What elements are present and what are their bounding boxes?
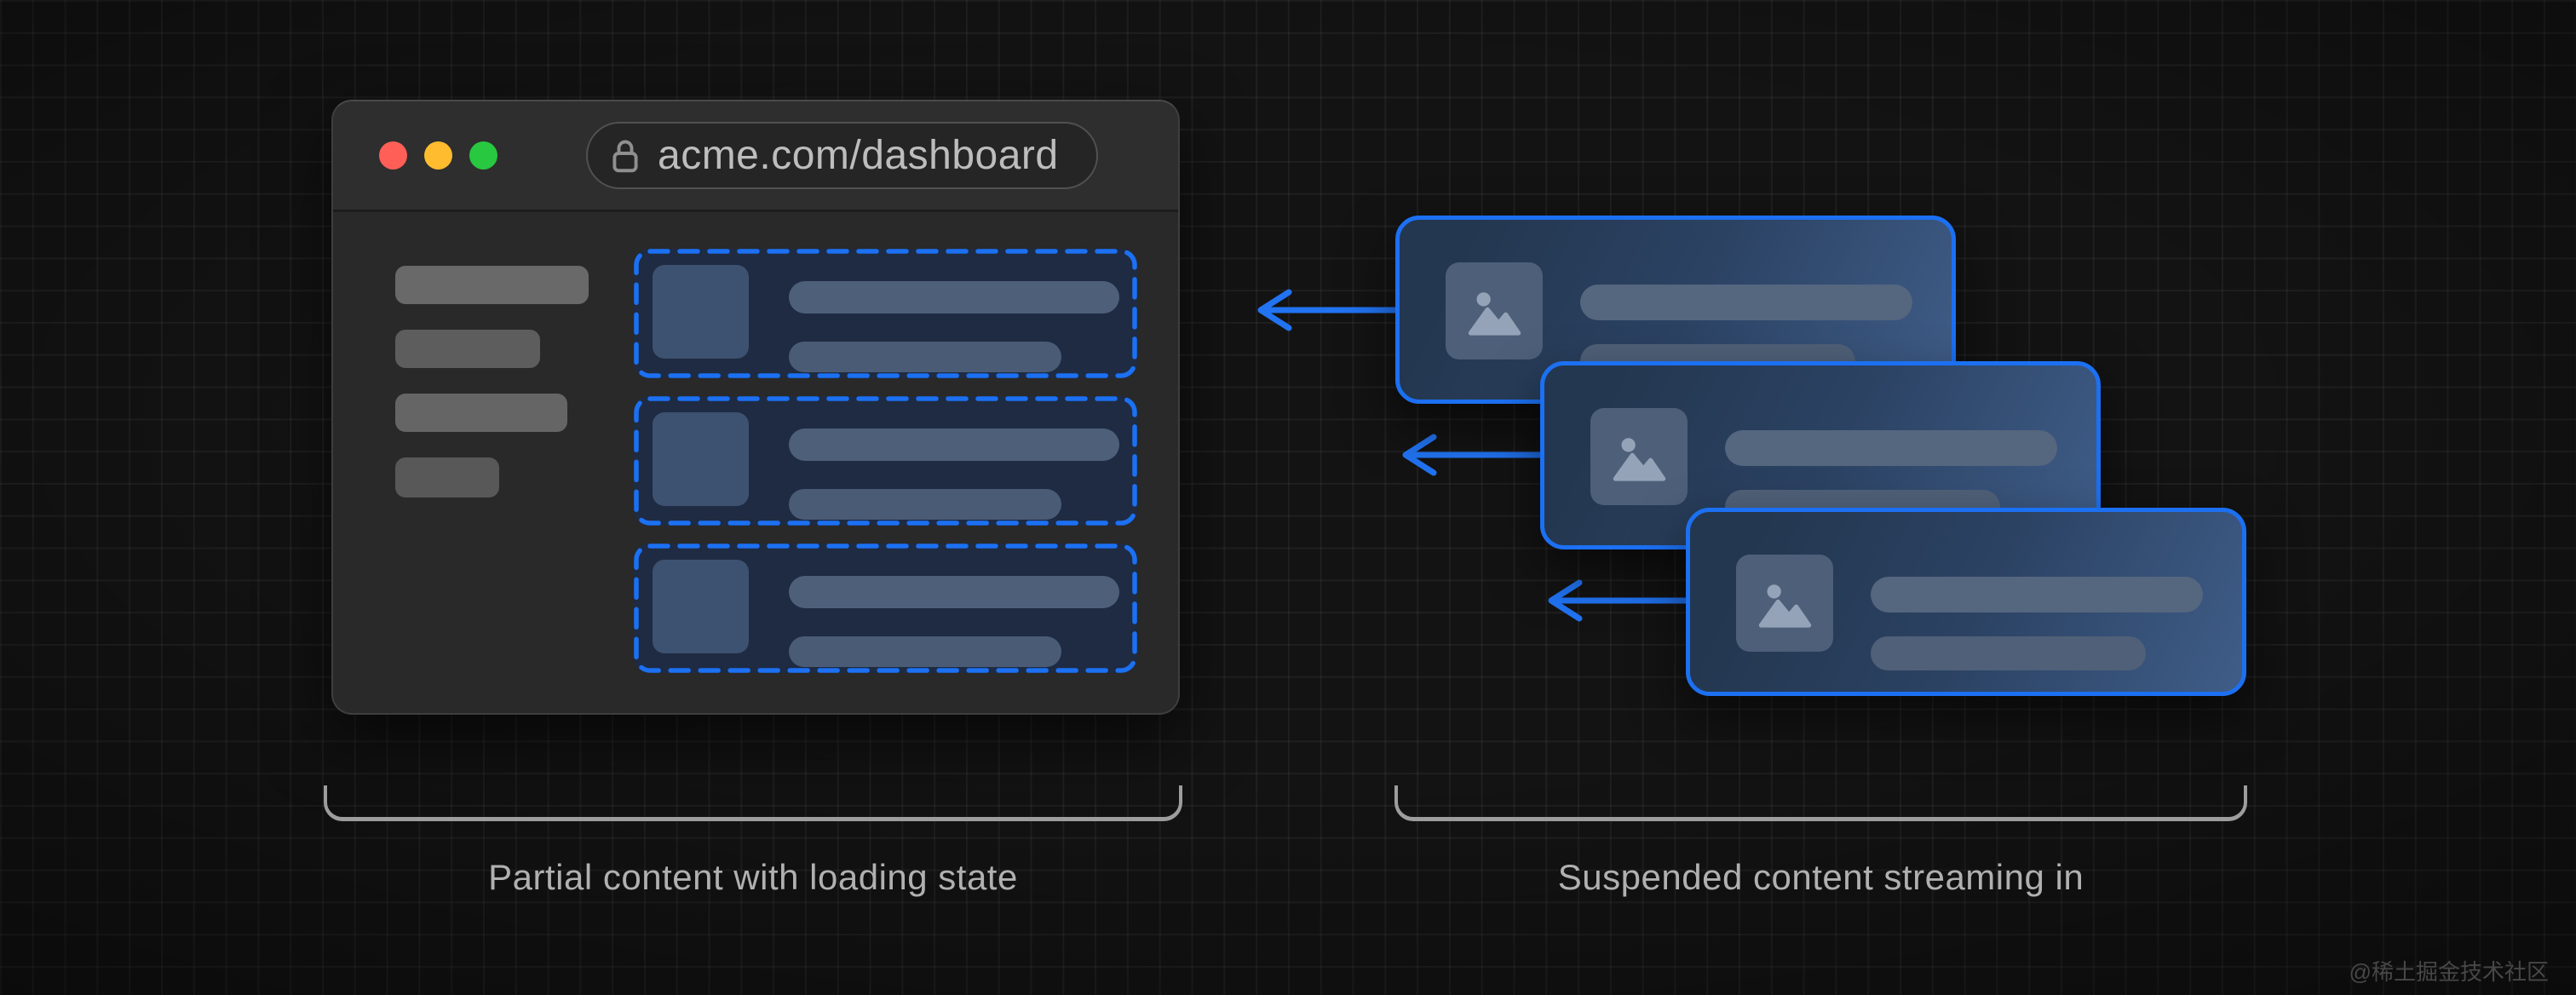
sidebar-placeholder-bar xyxy=(395,457,499,498)
loading-skeleton-card xyxy=(634,396,1137,526)
loading-skeleton-card xyxy=(634,249,1137,378)
dashed-border xyxy=(634,396,1137,526)
text-line-placeholder xyxy=(789,428,1119,461)
lock-icon xyxy=(612,140,638,172)
text-line-placeholder xyxy=(789,636,1061,667)
stream-arrow-icon xyxy=(1257,289,1400,331)
image-placeholder-icon xyxy=(1758,584,1812,628)
dashed-border xyxy=(634,544,1137,673)
text-line-placeholder xyxy=(789,489,1061,520)
minimize-button[interactable] xyxy=(424,141,452,170)
caption-suspended-content: Suspended content streaming in xyxy=(1557,857,2084,897)
loading-skeleton-card xyxy=(634,544,1137,673)
stream-card xyxy=(1686,508,2246,696)
maximize-button[interactable] xyxy=(469,141,497,170)
browser-content xyxy=(333,212,1178,714)
image-placeholder-icon xyxy=(1613,438,1666,481)
sidebar-placeholder-bar xyxy=(395,330,540,368)
image-placeholder-icon xyxy=(1468,292,1521,336)
close-button[interactable] xyxy=(379,141,407,170)
sidebar-placeholder-bar xyxy=(395,266,589,304)
text-line-placeholder xyxy=(789,576,1119,608)
text-line-placeholder xyxy=(789,342,1061,372)
image-tile xyxy=(1736,555,1833,652)
text-line-placeholder xyxy=(1871,636,2146,670)
text-line-placeholder xyxy=(1725,430,2057,466)
browser-titlebar: acme.com/dashboard xyxy=(333,101,1178,212)
dashed-border xyxy=(634,249,1137,378)
brace-right xyxy=(1394,785,2247,821)
thumbnail-placeholder xyxy=(653,560,749,653)
caption-partial-content: Partial content with loading state xyxy=(488,857,1018,897)
url-bar[interactable]: acme.com/dashboard xyxy=(586,122,1098,189)
traffic-lights xyxy=(379,141,497,170)
text-line-placeholder xyxy=(1580,285,1912,320)
watermark: @稀土掘金技术社区 xyxy=(2349,959,2549,985)
brace-left xyxy=(324,785,1182,821)
image-tile xyxy=(1446,262,1543,359)
sidebar-placeholder-bar xyxy=(395,394,567,432)
url-text: acme.com/dashboard xyxy=(658,133,1059,178)
text-line-placeholder xyxy=(789,281,1119,313)
thumbnail-placeholder xyxy=(653,412,749,506)
image-tile xyxy=(1590,408,1688,505)
stream-arrow-icon xyxy=(1548,579,1690,622)
stream-arrow-icon xyxy=(1402,434,1544,476)
browser-window: acme.com/dashboard xyxy=(331,100,1180,715)
thumbnail-placeholder xyxy=(653,265,749,359)
text-line-placeholder xyxy=(1871,577,2203,613)
